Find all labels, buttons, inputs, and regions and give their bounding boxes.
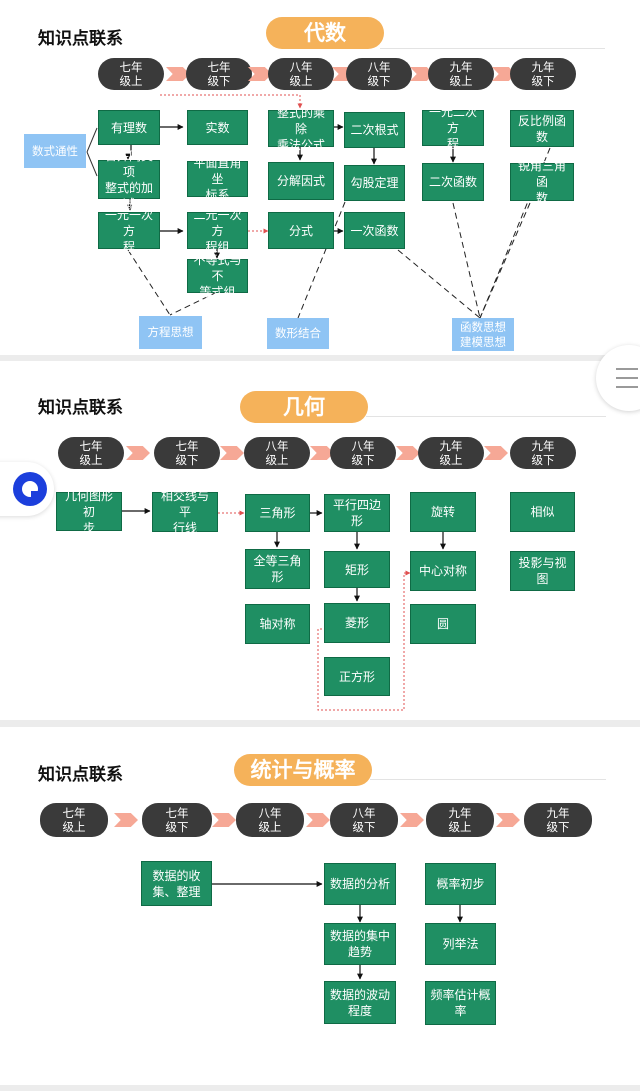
topic-badge-geometry: 几何 xyxy=(240,391,368,423)
node-quandeng[interactable]: 全等三角形 xyxy=(245,549,310,589)
node-bodong[interactable]: 数据的波动 程度 xyxy=(324,981,396,1024)
node-gailv-chubu[interactable]: 概率初步 xyxy=(425,863,496,905)
statistics-connectors xyxy=(212,881,463,980)
node-zhengshi-chengchu[interactable]: 整式的乘除 乘法公式 xyxy=(268,106,334,152)
divider xyxy=(366,416,606,417)
grade-9b: 九年 级下 xyxy=(510,58,576,90)
node-zhongxin-duicheng[interactable]: 中心对称 xyxy=(410,551,476,591)
chevron-right-icon xyxy=(126,446,150,460)
node-ruijiao-sanjiao[interactable]: 锐角三角函 数 xyxy=(510,159,574,205)
node-pingmian-zuobiao[interactable]: 平面直角坐 标系 xyxy=(187,156,248,202)
section-title: 知识点联系 xyxy=(38,765,123,785)
node-shouji-zhengli[interactable]: 数据的收 集、整理 xyxy=(141,861,212,906)
grade-9a: 九年 级上 xyxy=(428,58,494,90)
chevron-right-icon xyxy=(166,67,190,81)
node-yici-hanshu[interactable]: 一次函数 xyxy=(344,212,405,249)
grade-7b: 七年 级下 xyxy=(142,803,212,837)
idea-shuxing-jiehe[interactable]: 数形结合 xyxy=(267,318,329,349)
node-pinlv-guji[interactable]: 频率估计概 率 xyxy=(425,981,496,1025)
grade-8a: 八年 级上 xyxy=(236,803,304,837)
node-zhengfangxing[interactable]: 正方形 xyxy=(324,657,390,696)
chevron-right-icon xyxy=(396,446,420,460)
chevron-right-icon xyxy=(212,813,236,827)
chevron-right-icon xyxy=(220,446,244,460)
chevron-right-icon xyxy=(496,813,520,827)
node-budengshi[interactable]: 不等式与不 等式组 xyxy=(187,253,248,299)
node-erci-genshi[interactable]: 二次根式 xyxy=(344,112,405,148)
node-juxing[interactable]: 矩形 xyxy=(324,551,390,588)
divider xyxy=(370,779,606,780)
floating-app-button[interactable] xyxy=(0,462,54,516)
grade-7a: 七年 级上 xyxy=(98,58,164,90)
grade-9b: 九年 级下 xyxy=(510,437,576,469)
divider xyxy=(380,48,605,49)
grade-9a: 九年 级上 xyxy=(418,437,484,469)
grade-9a: 九年 级上 xyxy=(426,803,494,837)
topic-badge-algebra: 代数 xyxy=(266,17,384,49)
node-fanbili[interactable]: 反比例函数 xyxy=(510,110,574,147)
node-sanjiaoxing[interactable]: 三角形 xyxy=(245,494,310,532)
node-erci-hanshu[interactable]: 二次函数 xyxy=(422,163,484,201)
chevron-right-icon xyxy=(114,813,138,827)
node-fenxi[interactable]: 数据的分析 xyxy=(324,863,396,905)
node-youlishu[interactable]: 有理数 xyxy=(98,110,160,145)
grade-7a: 七年 级上 xyxy=(58,437,124,469)
ring-app-icon xyxy=(13,472,47,506)
grade-9b: 九年 级下 xyxy=(524,803,592,837)
statistics-panel: 知识点联系 统计与概率 七年 级上 七年 级下 八年 级上 八年 级下 九年 级… xyxy=(0,727,640,1085)
grade-7a: 七年 级上 xyxy=(40,803,108,837)
node-xuanzhuan[interactable]: 旋转 xyxy=(410,492,476,532)
idea-fangcheng[interactable]: 方程思想 xyxy=(139,316,202,349)
node-jihe-chubu[interactable]: 几何图形初 步 xyxy=(56,489,122,535)
node-xiangsi[interactable]: 相似 xyxy=(510,492,575,532)
node-hebing-tonglei[interactable]: 合并同类项 整式的加减 xyxy=(98,149,160,211)
node-lingxing[interactable]: 菱形 xyxy=(324,603,390,643)
node-pingxing-sibian[interactable]: 平行四边形 xyxy=(324,494,390,532)
geometry-panel: 知识点联系 几何 七年 级上 七年 级下 八年 级上 八年 级下 九年 级上 九… xyxy=(0,361,640,720)
node-liejufa[interactable]: 列举法 xyxy=(425,923,496,965)
section-title: 知识点联系 xyxy=(38,398,123,418)
grade-7b: 七年 级下 xyxy=(154,437,220,469)
grade-8b: 八年 级下 xyxy=(346,58,412,90)
grade-8b: 八年 级下 xyxy=(330,803,398,837)
node-shishu[interactable]: 实数 xyxy=(187,110,248,145)
grade-8a: 八年 级上 xyxy=(268,58,334,90)
section-title: 知识点联系 xyxy=(38,29,123,49)
node-fenjie-yinshi[interactable]: 分解因式 xyxy=(268,162,334,200)
algebra-panel: 知识点联系 代数 七年 级上 七年 级下 八年 级上 八年 级下 九年 级上 九… xyxy=(0,0,640,355)
topic-badge-statistics: 统计与概率 xyxy=(234,754,372,786)
idea-shushi-tongxing[interactable]: 数式通性 xyxy=(24,134,86,168)
node-jizhong-qushi[interactable]: 数据的集中 趋势 xyxy=(324,923,396,965)
node-touying[interactable]: 投影与视图 xyxy=(510,551,575,591)
chevron-right-icon xyxy=(310,446,334,460)
chevron-right-icon xyxy=(400,813,424,827)
node-yuan[interactable]: 圆 xyxy=(410,604,476,644)
chevron-right-icon xyxy=(484,446,508,460)
node-yiyuan-erci[interactable]: 一元二次方 程 xyxy=(422,105,484,151)
node-yiyuan-yici[interactable]: 一元一次方 程 xyxy=(98,208,160,254)
node-eryuan-yici[interactable]: 二元一次方 程组 xyxy=(187,208,248,254)
grade-7b: 七年 级下 xyxy=(186,58,252,90)
node-xiangjiao[interactable]: 相交线与平 行线 xyxy=(152,489,218,535)
node-zhou-duicheng[interactable]: 轴对称 xyxy=(245,604,310,644)
idea-hanshu-jianmo[interactable]: 函数思想 建模思想 xyxy=(452,318,514,351)
grade-8a: 八年 级上 xyxy=(244,437,310,469)
chevron-right-icon xyxy=(248,67,272,81)
node-fenshi[interactable]: 分式 xyxy=(268,212,334,249)
grade-8b: 八年 级下 xyxy=(330,437,396,469)
geometry-connectors xyxy=(122,508,446,711)
chevron-right-icon xyxy=(306,813,330,827)
node-gougu[interactable]: 勾股定理 xyxy=(344,165,405,201)
